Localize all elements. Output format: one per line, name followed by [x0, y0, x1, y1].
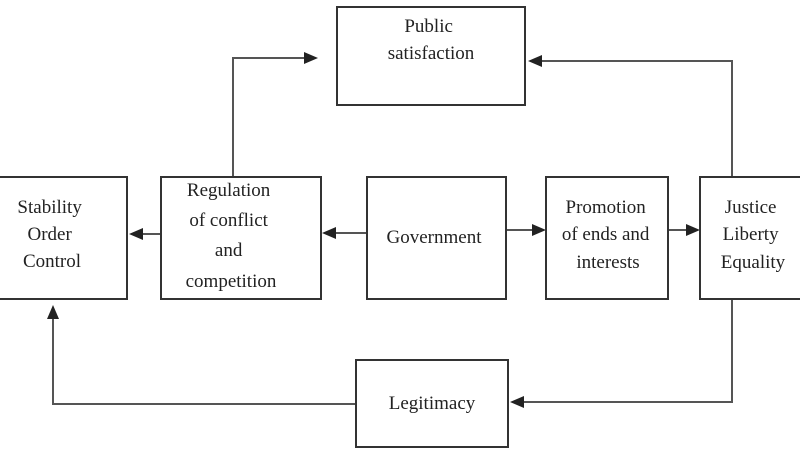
- edge-legitimacy-to-stability: [52, 318, 356, 405]
- arrowhead-public-satisfaction-left: [304, 52, 318, 64]
- edges-group: [47, 52, 733, 408]
- node-stability-box: [0, 176, 128, 300]
- node-regulation-line-3: and: [215, 240, 243, 261]
- node-regulation-box: [160, 176, 322, 300]
- node-public-satisfaction-label: Public satisfaction: [388, 16, 475, 64]
- node-justice-box: [699, 176, 800, 300]
- node-legitimacy-box: [355, 359, 509, 448]
- node-regulation-line-1: Regulation: [187, 180, 271, 201]
- node-stability: Stability Order Control: [0, 176, 128, 300]
- node-promotion-line-1: Promotion: [566, 197, 647, 218]
- node-public-satisfaction-line-2: satisfaction: [388, 43, 475, 64]
- node-government-line-1: Government: [387, 227, 483, 248]
- arrowhead-legitimacy-right: [510, 396, 524, 408]
- edge-justice-to-legitimacy: [522, 299, 733, 403]
- node-government: Government: [366, 176, 507, 300]
- node-justice: Justice Liberty Equality: [699, 176, 800, 300]
- edge-justice-to-public-satisfaction: [540, 60, 733, 177]
- node-government-label: Government: [387, 227, 483, 248]
- node-justice-label: Justice Liberty Equality: [721, 197, 786, 273]
- node-legitimacy: Legitimacy: [355, 359, 509, 448]
- node-public-satisfaction-line-1: Public: [404, 16, 453, 37]
- arrowhead-justice-left: [686, 224, 700, 236]
- edge-regulation-to-public-satisfaction: [232, 57, 306, 177]
- node-promotion: Promotion of ends and interests: [545, 176, 669, 300]
- node-stability-line-2: Order: [27, 224, 72, 245]
- node-stability-line-3: Control: [23, 251, 81, 272]
- node-promotion-line-2: of ends and: [562, 224, 650, 245]
- node-promotion-line-3: interests: [576, 252, 639, 273]
- node-justice-line-1: Justice: [725, 197, 777, 218]
- node-promotion-box: [545, 176, 669, 300]
- node-public-satisfaction-box: [336, 6, 526, 106]
- node-legitimacy-label: Legitimacy: [389, 393, 476, 414]
- arrowhead-public-satisfaction-right: [528, 55, 542, 67]
- node-justice-line-2: Liberty: [723, 224, 779, 245]
- node-regulation-line-2: of conflict: [189, 210, 268, 231]
- arrowhead-stability-right: [129, 228, 143, 240]
- arrowhead-stability-bottom: [47, 305, 59, 319]
- node-justice-line-3: Equality: [721, 252, 786, 273]
- nodes-group: Public satisfaction Stability Order Cont…: [0, 6, 800, 448]
- node-stability-line-1: Stability: [17, 197, 82, 218]
- node-public-satisfaction: Public satisfaction: [336, 6, 526, 106]
- node-stability-label: Stability Order Control: [17, 197, 86, 272]
- node-regulation-label: Regulation of conflict and competition: [186, 180, 277, 292]
- node-regulation: Regulation of conflict and competition: [160, 176, 322, 300]
- arrowhead-promotion-left: [532, 224, 546, 236]
- node-government-box: [366, 176, 507, 300]
- arrowhead-regulation-right: [322, 227, 336, 239]
- node-legitimacy-line-1: Legitimacy: [389, 393, 476, 414]
- node-regulation-line-4: competition: [186, 271, 277, 292]
- node-promotion-label: Promotion of ends and interests: [562, 197, 654, 273]
